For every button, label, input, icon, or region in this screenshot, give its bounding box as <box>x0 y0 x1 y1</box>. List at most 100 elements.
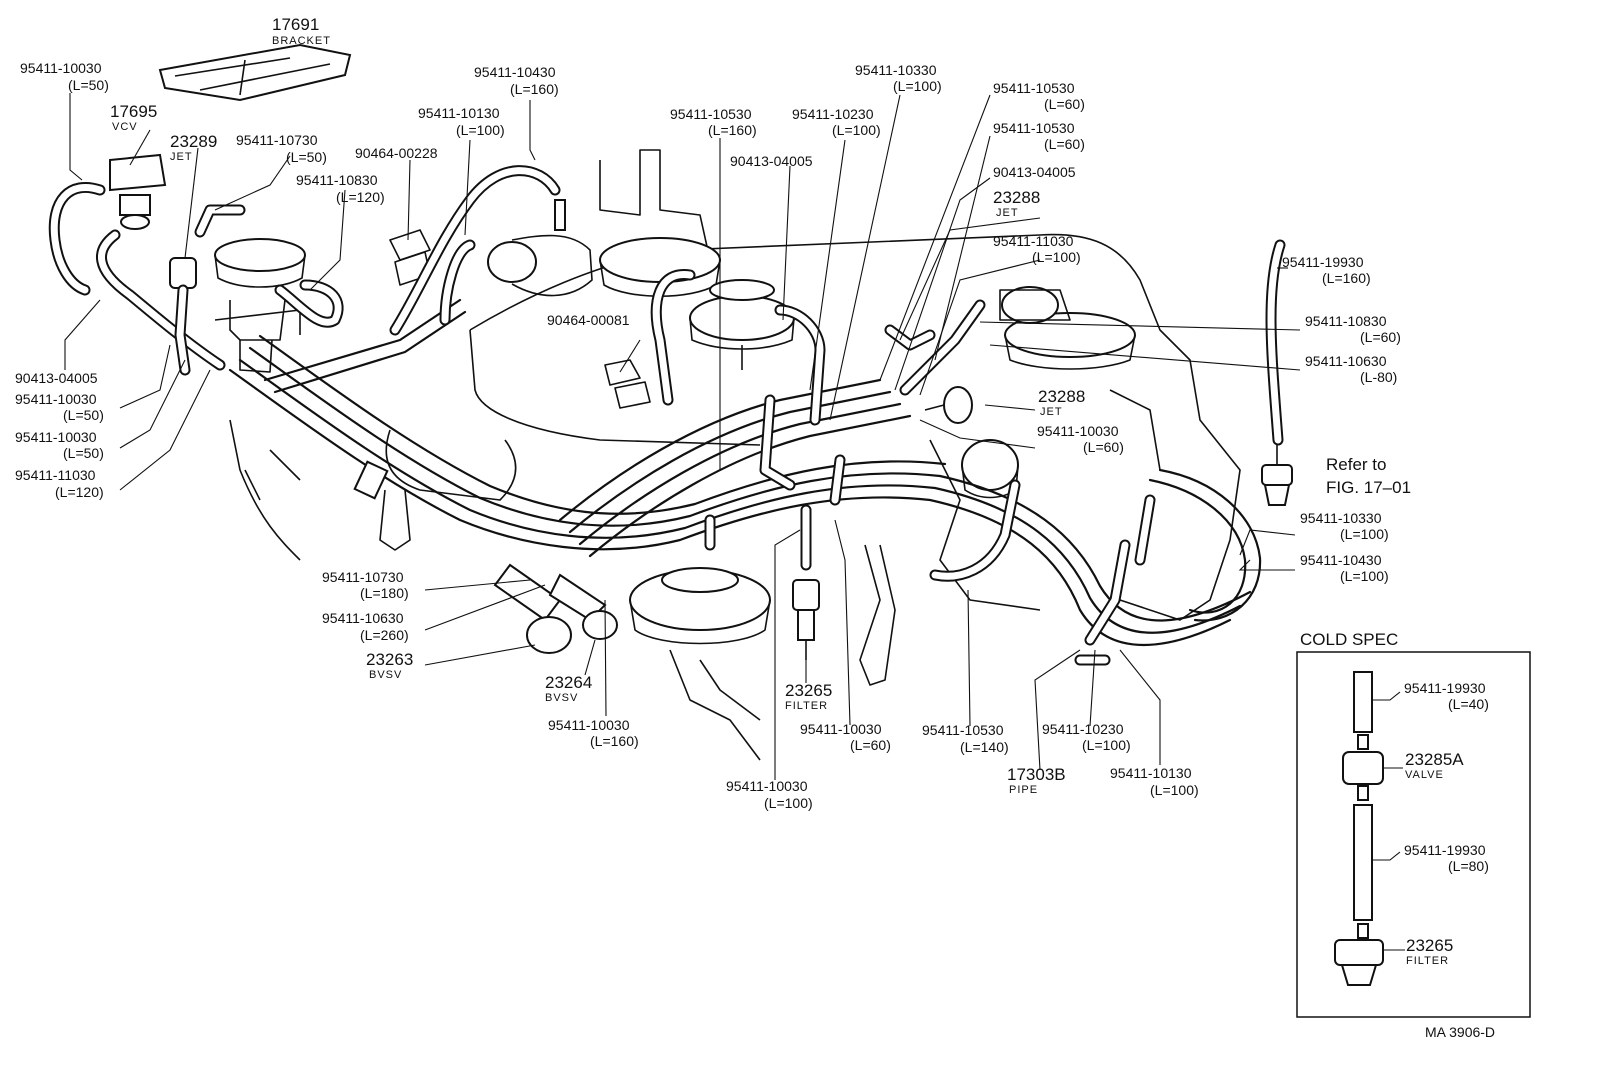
length-l160-c: (L=160) <box>1322 270 1371 286</box>
bvsv-23264 <box>548 573 618 640</box>
label-17303b: 17303B <box>1007 765 1066 784</box>
label-95411-10130-a: 95411-10130 <box>418 105 500 121</box>
label-23263: 23263 <box>366 650 413 669</box>
label-23288-b: 23288 <box>1038 387 1085 406</box>
label-95411-10330-a: 95411-10330 <box>855 62 937 78</box>
sub-bvsv-23263: BVSV <box>369 669 402 681</box>
refer-filter <box>1261 445 1293 506</box>
label-23265-a: 23265 <box>785 681 832 700</box>
cold-label-23285a: 23285A <box>1405 750 1464 769</box>
leader-lines <box>64 93 1301 780</box>
label-95411-10230-a: 95411-10230 <box>792 106 874 122</box>
label-23264: 23264 <box>545 673 592 692</box>
length-l50-b: (L=50) <box>286 149 327 165</box>
label-90413-04005-a: 90413-04005 <box>730 153 813 169</box>
label-95411-10030-e: 95411-10030 <box>548 717 630 733</box>
label-95411-10130-b: 95411-10130 <box>1110 765 1192 781</box>
label-95411-10430-b: 95411-10430 <box>1300 552 1382 568</box>
label-95411-10730-a: 95411-10730 <box>236 132 318 148</box>
label-95411-11030-a: 95411-11030 <box>993 233 1074 249</box>
length-l140: (L=140) <box>960 739 1009 755</box>
length-l120-a: (L=120) <box>336 189 385 205</box>
label-95411-10330-b: 95411-10330 <box>1300 510 1382 526</box>
label-95411-19930-a: 95411-19930 <box>1282 254 1364 270</box>
sub-jet-23288-b: JET <box>1040 406 1063 418</box>
sub-jet-23289: JET <box>170 151 193 163</box>
label-17695: 17695 <box>110 102 157 121</box>
label-95411-10230-b: 95411-10230 <box>1042 721 1124 737</box>
rubber-hoses <box>48 165 1286 666</box>
cold-spec-inset: COLD SPEC 95411-19930 (L=40) 23285A VALV… <box>1296 630 1531 1018</box>
label-95411-10630-b: 95411-10630 <box>322 610 404 626</box>
sub-jet-23288-a: JET <box>996 207 1019 219</box>
label-95411-10030-b: 95411-10030 <box>1037 423 1119 439</box>
label-90413-04005-b: 90413-04005 <box>993 164 1076 180</box>
sub-bracket: BRACKET <box>272 35 331 47</box>
refer-line2: FIG. 17–01 <box>1326 478 1411 497</box>
label-95411-10530-a: 95411-10530 <box>670 106 752 122</box>
bvsv-23263 <box>493 563 572 654</box>
cold-sub-filter: FILTER <box>1406 955 1449 967</box>
label-95411-10830-a: 95411-10830 <box>296 172 378 188</box>
cold-length-l40: (L=40) <box>1448 696 1489 712</box>
sub-pipe: PIPE <box>1009 784 1038 796</box>
cold-sub-valve: VALVE <box>1405 769 1444 781</box>
sub-filter-a: FILTER <box>785 700 828 712</box>
cold-label-95411-19930-b: 95411-19930 <box>1404 842 1486 858</box>
label-95411-11030-b: 95411-11030 <box>15 467 96 483</box>
cold-label-23265: 23265 <box>1406 936 1453 955</box>
length-l60-b: (L=60) <box>1044 136 1085 152</box>
length-l120-b: (L=120) <box>55 484 104 500</box>
label-95411-10630-a: 95411-10630 <box>1305 353 1387 369</box>
length-l100-i: (L=100) <box>764 795 813 811</box>
label-90464-00228: 90464-00228 <box>355 145 438 161</box>
sub-vcv: VCV <box>112 121 138 133</box>
filter-23265 <box>792 579 820 660</box>
label-95411-10030-a: 95411-10030 <box>20 60 102 76</box>
length-l160-b: (L=160) <box>708 122 757 138</box>
length-l180: (L=180) <box>360 585 409 601</box>
label-23288-a: 23288 <box>993 188 1040 207</box>
label-95411-10030-g: 95411-10030 <box>726 778 808 794</box>
cold-spec-box <box>1296 651 1531 1018</box>
length-l260: (L=260) <box>360 627 409 643</box>
length-l100-e: (L=100) <box>1340 526 1389 542</box>
label-95411-10530-c: 95411-10530 <box>993 120 1075 136</box>
part-labels: 95411-10030 (L=50) 17691 BRACKET 17695 V… <box>15 15 1411 811</box>
length-l100-b: (L=100) <box>832 122 881 138</box>
cold-filter <box>1334 939 1384 966</box>
label-90464-00081: 90464-00081 <box>547 312 630 328</box>
label-95411-10730-b: 95411-10730 <box>322 569 404 585</box>
length-l160-d: (L=160) <box>590 733 639 749</box>
cold-spec-title: COLD SPEC <box>1300 630 1398 649</box>
length-l50-a: (L=50) <box>68 77 109 93</box>
length-l100-c: (L=100) <box>893 78 942 94</box>
label-95411-10030-f: 95411-10030 <box>800 721 882 737</box>
length-l100-g: (L=100) <box>1082 737 1131 753</box>
length-l100-a: (L=100) <box>456 122 505 138</box>
label-17691: 17691 <box>272 15 319 34</box>
length-l60-a: (L=60) <box>1044 96 1085 112</box>
cold-hose-80 <box>1353 804 1373 921</box>
label-23289: 23289 <box>170 132 217 151</box>
cold-valve <box>1342 751 1384 785</box>
label-95411-10430-a: 95411-10430 <box>474 64 556 80</box>
sub-bvsv-23264: BVSV <box>545 692 578 704</box>
length-l60-c: (L=60) <box>1360 329 1401 345</box>
length-l100-h: (L=100) <box>1150 782 1199 798</box>
cold-length-l80: (L=80) <box>1448 858 1489 874</box>
cold-label-95411-19930-a: 95411-19930 <box>1404 680 1486 696</box>
diagram-code: MA 3906-D <box>1425 1024 1495 1040</box>
label-95411-10030-d: 95411-10030 <box>15 429 97 445</box>
refer-line1: Refer to <box>1326 455 1386 474</box>
length-l80: (L-80) <box>1360 369 1397 385</box>
length-l60-d: (L=60) <box>1083 439 1124 455</box>
label-90413-04005-c: 90413-04005 <box>15 370 98 386</box>
length-l50-d: (L=50) <box>63 445 104 461</box>
label-95411-10530-d: 95411-10530 <box>922 722 1004 738</box>
label-95411-10830-b: 95411-10830 <box>1305 313 1387 329</box>
label-95411-10530-b: 95411-10530 <box>993 80 1075 96</box>
label-95411-10030-c: 95411-10030 <box>15 391 97 407</box>
